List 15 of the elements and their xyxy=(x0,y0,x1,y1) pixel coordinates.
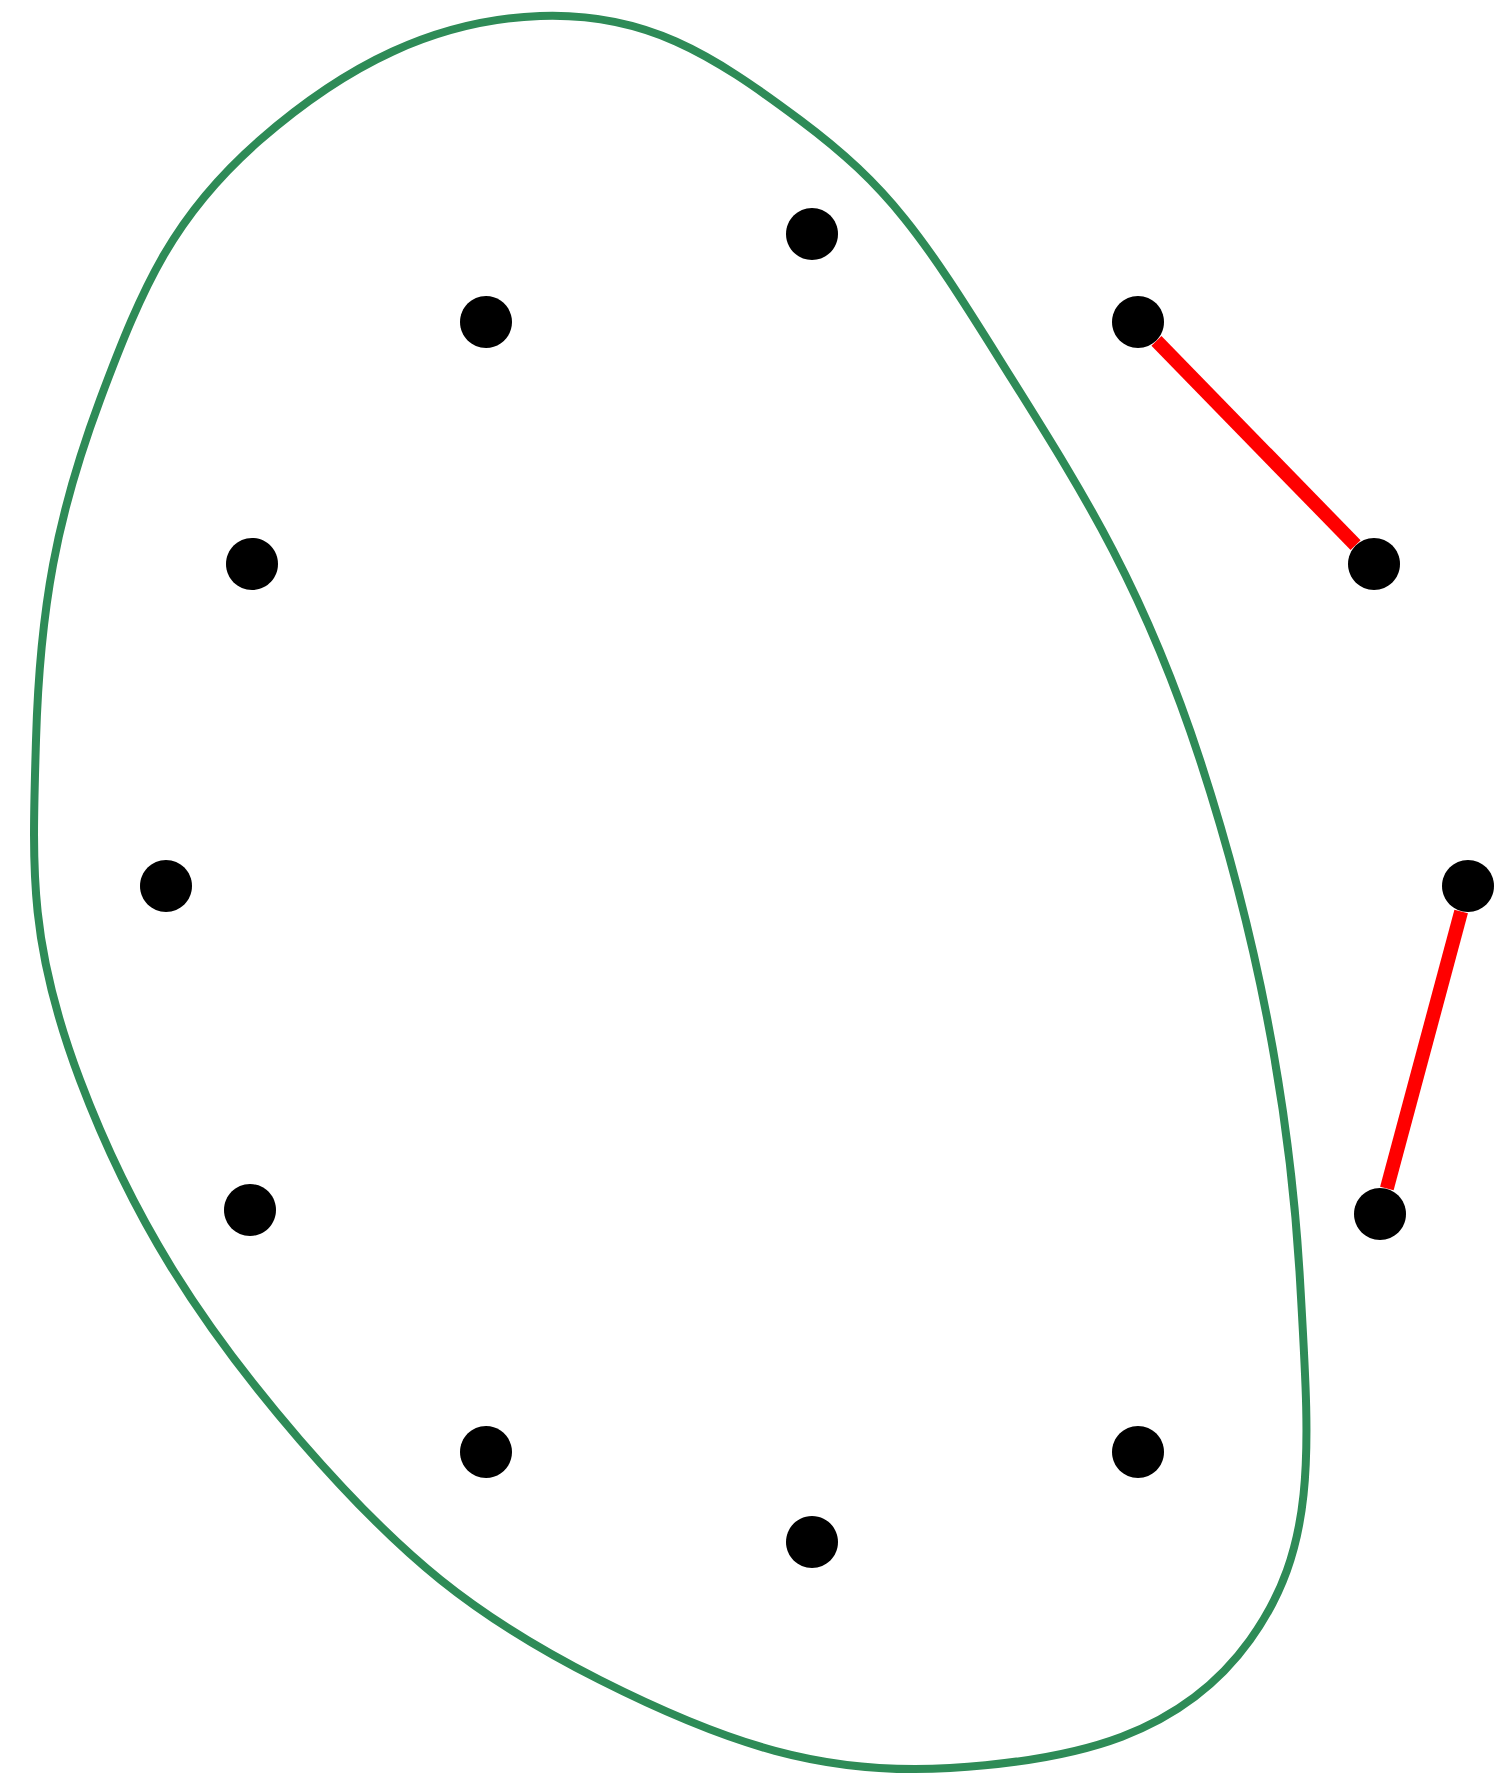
enclosed-dot xyxy=(460,1426,512,1478)
dot xyxy=(1354,1188,1406,1240)
dot xyxy=(1442,860,1494,912)
enclosed-dot xyxy=(224,1184,276,1236)
enclosed-dot xyxy=(226,538,278,590)
dot xyxy=(1112,296,1164,348)
dot xyxy=(1348,538,1400,590)
connector-line xyxy=(1151,336,1361,550)
closed-curve xyxy=(30,11,1311,1774)
enclosed-dot xyxy=(460,296,512,348)
enclosed-dot xyxy=(786,1516,838,1568)
enclosed-dot xyxy=(786,208,838,260)
enclosed-dot xyxy=(140,860,192,912)
enclosed-dot xyxy=(1112,1426,1164,1478)
connector-line xyxy=(1380,909,1468,1191)
